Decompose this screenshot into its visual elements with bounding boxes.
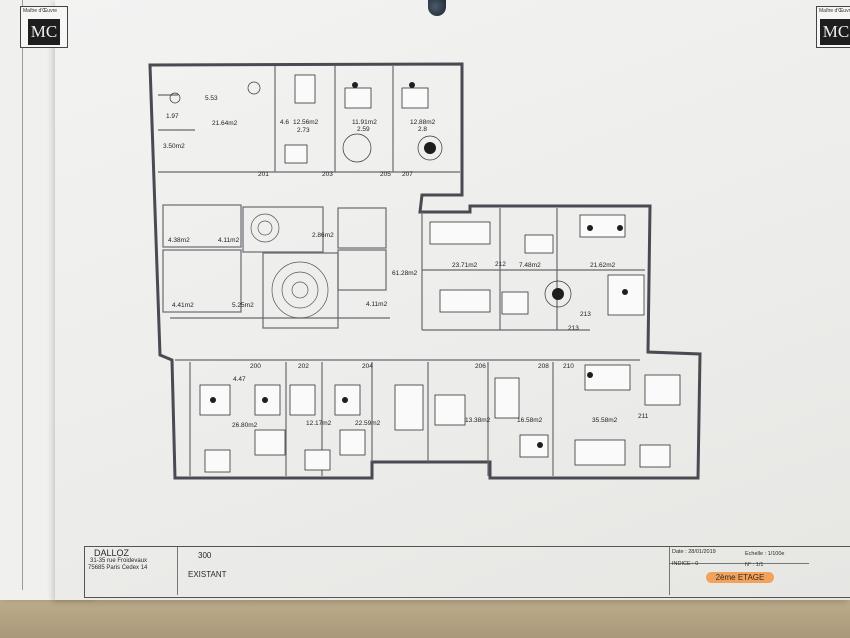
client-name: DALLOZ bbox=[94, 548, 130, 558]
door-number: 207 bbox=[402, 171, 413, 178]
room-area: 12.56m2 bbox=[293, 119, 319, 126]
room-area: 2.59 bbox=[357, 126, 370, 133]
room-area: 21.62m2 bbox=[590, 262, 616, 269]
floor-strip bbox=[0, 596, 850, 638]
plan-status: EXISTANT bbox=[188, 570, 227, 579]
room-area: 4.47 bbox=[233, 376, 246, 383]
room-area: 5.53 bbox=[205, 95, 218, 102]
plan-scale: Echelle : 1/100e bbox=[745, 551, 785, 557]
door-number: 211 bbox=[638, 413, 649, 420]
door-number: 212 bbox=[495, 261, 506, 268]
room-area: 11.91m2 bbox=[352, 119, 377, 126]
room-area: 4.11m2 bbox=[218, 237, 240, 244]
room-area: 21.64m2 bbox=[212, 120, 238, 127]
divider bbox=[669, 547, 670, 595]
room-area: 4.38m2 bbox=[168, 237, 190, 244]
architect-logo: Maître d'Œuvre MC bbox=[20, 6, 68, 48]
sheet-number: N° : 1/1 bbox=[745, 562, 764, 568]
room-area: 5.25m2 bbox=[232, 302, 254, 309]
room-area: 4.11m2 bbox=[366, 301, 388, 308]
floor-tag: 2ème ETAGE bbox=[706, 572, 774, 583]
room-area: 4.6 bbox=[280, 119, 289, 126]
door-number: 202 bbox=[298, 363, 309, 370]
architect-logo-right: Maître d'Œuvre MC bbox=[816, 6, 850, 48]
logo-caption: Maître d'Œuvre bbox=[819, 8, 850, 14]
door-number: 203 bbox=[322, 171, 333, 178]
pin-icon bbox=[428, 0, 446, 16]
room-area: 2.86m2 bbox=[312, 232, 334, 239]
door-number: 213 bbox=[568, 325, 579, 332]
logo-mark: MC bbox=[28, 19, 60, 45]
room-area: 4.41m2 bbox=[172, 302, 194, 309]
room-area: 12.88m2 bbox=[410, 119, 436, 126]
left-sheet-border bbox=[22, 0, 23, 590]
divider bbox=[177, 547, 178, 595]
room-area: 26.80m2 bbox=[232, 422, 258, 429]
room-area: 35.58m2 bbox=[592, 417, 618, 424]
room-area: 12.17m2 bbox=[306, 420, 332, 427]
door-number: 213 bbox=[580, 311, 591, 318]
logo-caption: Maître d'Œuvre bbox=[23, 8, 58, 14]
wall-upper-block bbox=[148, 62, 702, 480]
room-area: 2.73 bbox=[297, 127, 310, 134]
divider bbox=[669, 563, 809, 564]
door-number: 205 bbox=[380, 171, 391, 178]
door-number: 200 bbox=[250, 363, 261, 370]
door-number: 210 bbox=[563, 363, 574, 370]
door-number: 206 bbox=[475, 363, 486, 370]
room-area: 3.50m2 bbox=[163, 143, 185, 150]
room-area: 2.8 bbox=[418, 126, 427, 133]
plan-date: Date : 28/01/2019 bbox=[672, 549, 716, 555]
room-area: 22.59m2 bbox=[355, 420, 381, 427]
client-address: 31-35 rue Froidevaux bbox=[90, 558, 148, 564]
title-block bbox=[84, 546, 850, 598]
room-area: 1.97 bbox=[166, 113, 179, 120]
door-number: 208 bbox=[538, 363, 549, 370]
room-area: 23.71m2 bbox=[452, 262, 478, 269]
plan-index: INDICE : 0 bbox=[672, 561, 699, 567]
client-city: 75685 Paris Cedex 14 bbox=[88, 565, 148, 571]
plan-number: 300 bbox=[198, 551, 212, 560]
room-area: 7.48m2 bbox=[519, 262, 541, 269]
logo-mark: MC bbox=[820, 19, 850, 45]
door-number: 204 bbox=[362, 363, 373, 370]
room-area: 16.58m2 bbox=[517, 417, 543, 424]
door-number: 201 bbox=[258, 171, 269, 178]
room-area: 13.38m2 bbox=[465, 417, 491, 424]
room-area: 61.28m2 bbox=[392, 270, 418, 277]
